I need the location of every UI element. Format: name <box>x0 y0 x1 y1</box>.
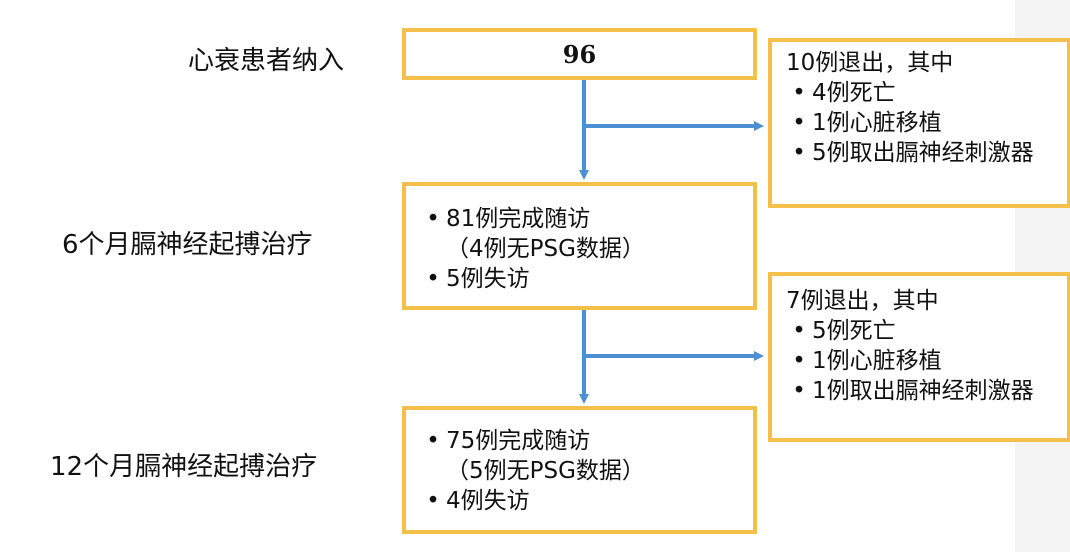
month6-lost: •5例失访 <box>420 264 645 294</box>
bullet-icon: • <box>792 378 806 404</box>
bullet-icon: • <box>792 110 806 136</box>
bullet-icon: • <box>426 266 440 292</box>
enrollment-box: 96 <box>402 28 757 80</box>
bullet-icon: • <box>426 428 440 454</box>
exit-1-title: 10例退出，其中 <box>786 50 954 76</box>
bullet-icon: • <box>792 318 806 344</box>
month12-no-psg: （5例无PSG数据） <box>446 458 645 484</box>
exit-1-transplant: •1例心脏移植 <box>786 108 1034 138</box>
stage-label-6-months: 6个月膈神经起搏治疗 <box>62 230 313 260</box>
bullet-icon: • <box>426 488 440 514</box>
month6-completed: •81例完成随访 <box>420 204 645 234</box>
stage-label-enrollment: 心衰患者纳入 <box>188 46 345 76</box>
bullet-icon: • <box>792 80 806 106</box>
bullet-icon: • <box>426 206 440 232</box>
exit-2-device-removed: •1例取出膈神经刺激器 <box>786 376 1033 406</box>
exit-box-1: 10例退出，其中 •4例死亡 •1例心脏移植 •5例取出膈神经刺激器 <box>768 38 1070 208</box>
month12-completed: •75例完成随访 <box>420 426 645 456</box>
exit-box-2: 7例退出，其中 •5例死亡 •1例心脏移植 •1例取出膈神经刺激器 <box>768 272 1070 442</box>
exit-1-death: •4例死亡 <box>786 78 1034 108</box>
month12-box: •75例完成随访 （5例无PSG数据） •4例失访 <box>402 406 757 534</box>
month6-box: •81例完成随访 （4例无PSG数据） •5例失访 <box>402 182 757 310</box>
stage-label-12-months: 12个月膈神经起搏治疗 <box>50 452 318 482</box>
exit-2-death: •5例死亡 <box>786 316 1034 346</box>
exit-2-title: 7例退出，其中 <box>786 288 939 314</box>
enrollment-count: 96 <box>562 40 597 69</box>
month6-no-psg: （4例无PSG数据） <box>446 236 645 262</box>
bullet-icon: • <box>792 140 806 166</box>
bullet-icon: • <box>792 348 806 374</box>
exit-1-device-removed: •5例取出膈神经刺激器 <box>786 138 1033 168</box>
exit-2-transplant: •1例心脏移植 <box>786 346 1034 376</box>
month12-lost: •4例失访 <box>420 486 645 516</box>
